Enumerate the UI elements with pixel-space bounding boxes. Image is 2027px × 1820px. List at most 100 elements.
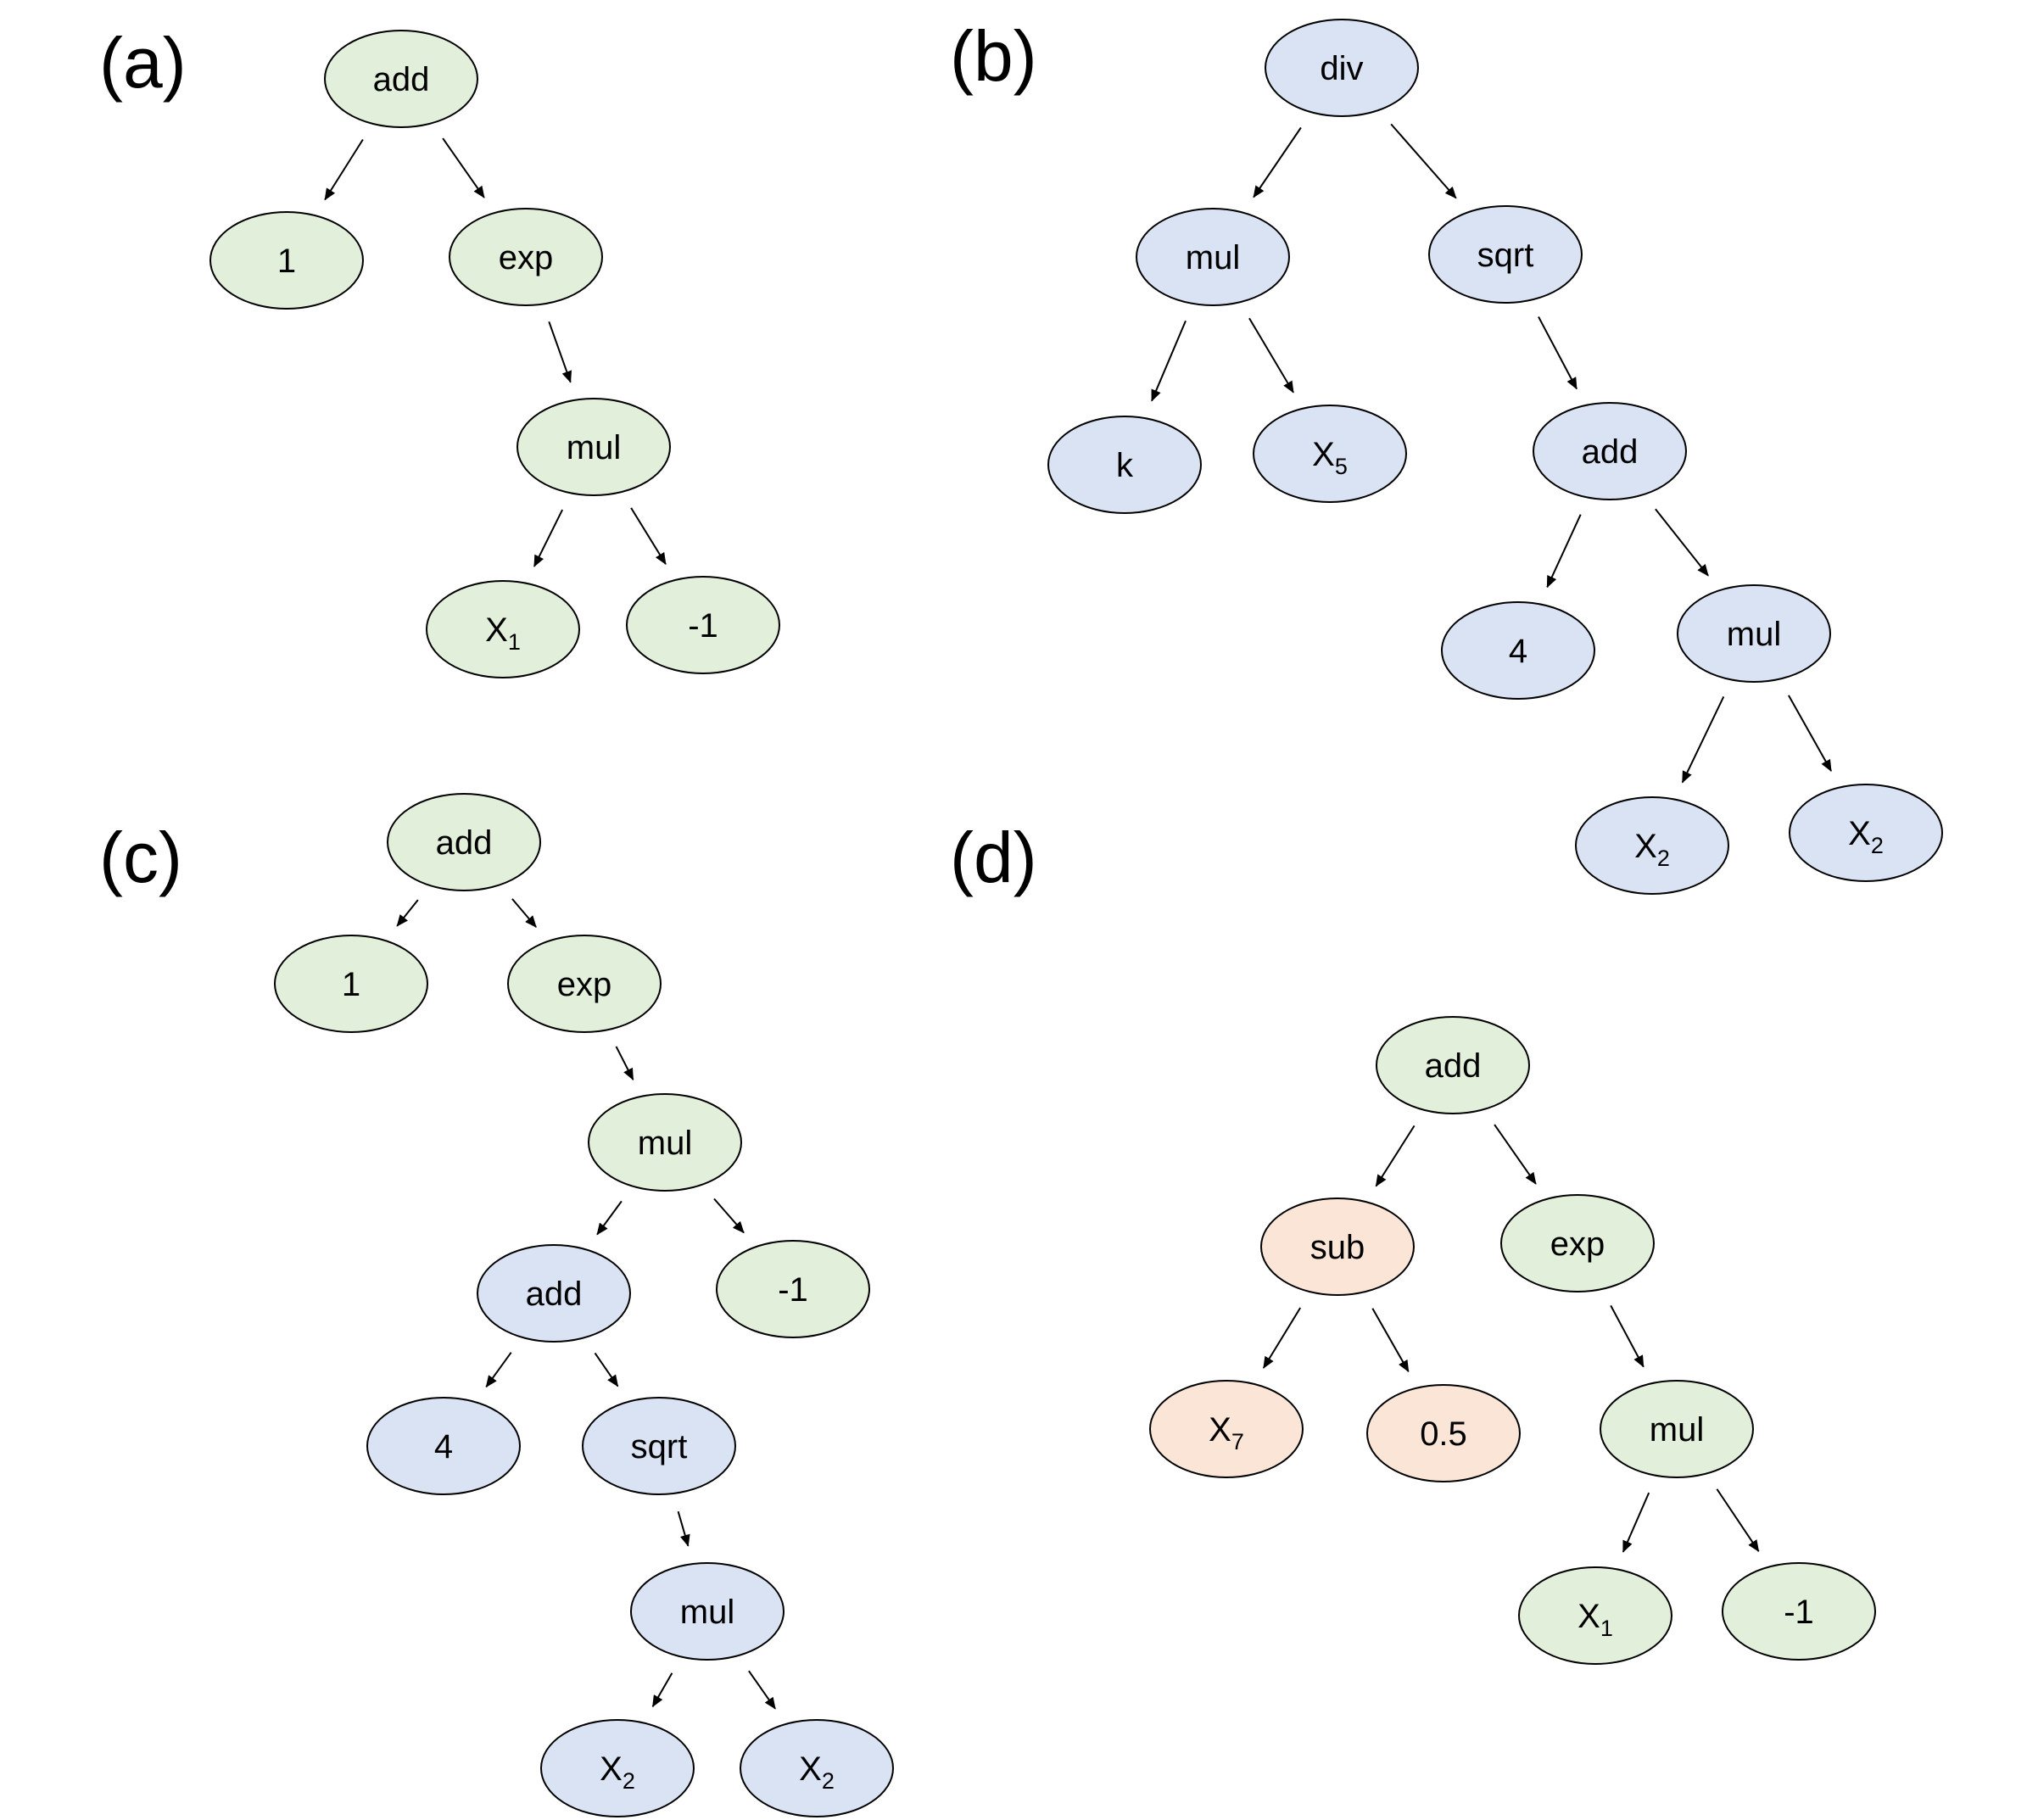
- node-label: X2: [1848, 815, 1884, 858]
- tree-node: sub: [1260, 1198, 1415, 1296]
- tree-node: 0.5: [1366, 1384, 1521, 1482]
- tree-edge: [511, 898, 537, 928]
- node-ellipse: [588, 1093, 742, 1192]
- tree-node: X2: [1575, 796, 1729, 895]
- node-label-text: mul: [567, 429, 621, 466]
- node-ellipse: [274, 935, 428, 1033]
- node-label: X1: [1577, 1598, 1613, 1641]
- tree-edge: [1546, 514, 1582, 589]
- node-ellipse: [540, 1719, 695, 1817]
- panel-label: (b): [950, 16, 1037, 96]
- node-label-text: add: [373, 61, 430, 98]
- tree-node: mul: [1677, 584, 1831, 683]
- node-label: k: [1116, 447, 1134, 484]
- node-label-subscript: 1: [1600, 1616, 1613, 1641]
- node-label-text: X: [1312, 436, 1335, 473]
- node-ellipse: [1575, 796, 1729, 895]
- tree-edge: [1371, 1308, 1410, 1373]
- node-label-text: add: [1582, 433, 1639, 471]
- tree-edge: [442, 137, 485, 198]
- node-label-text: mul: [680, 1594, 734, 1631]
- node-ellipse: [324, 30, 478, 128]
- node-label-text: -1: [1784, 1594, 1814, 1631]
- node-label-subscript: 2: [1871, 833, 1884, 858]
- tree-edge: [594, 1352, 619, 1387]
- tree-edge: [748, 1670, 776, 1710]
- node-label: mul: [567, 429, 621, 466]
- node-label-text: 0.5: [1420, 1415, 1467, 1453]
- tree-node: X2: [740, 1719, 894, 1817]
- panel-labels-layer: (a)(b)(c)(d): [99, 16, 1037, 897]
- node-label: 1: [342, 966, 360, 1003]
- node-label: X2: [1634, 828, 1670, 871]
- node-label-text: exp: [557, 966, 612, 1003]
- tree-edge: [1151, 320, 1187, 402]
- node-label: exp: [1550, 1225, 1605, 1263]
- node-label: mul: [680, 1594, 734, 1631]
- tree-edge: [324, 138, 364, 201]
- node-ellipse: [716, 1240, 870, 1338]
- node-label-subscript: 2: [822, 1768, 835, 1794]
- tree-edge: [630, 507, 667, 565]
- node-label-text: sub: [1310, 1229, 1365, 1266]
- node-label: 1: [277, 243, 296, 280]
- node-label-text: 4: [1509, 633, 1527, 670]
- tree-node: 4: [366, 1397, 521, 1495]
- node-ellipse: [1600, 1380, 1754, 1478]
- edges-layer: [324, 123, 1832, 1710]
- tree-edge: [1681, 695, 1725, 784]
- tree-edge: [1655, 508, 1709, 577]
- tree-node: mul: [517, 398, 671, 496]
- node-ellipse: [1722, 1562, 1876, 1661]
- node-ellipse: [1789, 784, 1943, 882]
- tree-node: -1: [716, 1240, 870, 1338]
- node-label-text: mul: [1727, 616, 1781, 653]
- node-label: mul: [1186, 239, 1240, 276]
- node-ellipse: [1253, 405, 1407, 503]
- node-ellipse: [517, 398, 671, 496]
- tree-node: X7: [1149, 1380, 1304, 1478]
- node-ellipse: [1500, 1194, 1655, 1292]
- node-label: 0.5: [1420, 1415, 1467, 1453]
- tree-node: add: [1533, 402, 1687, 500]
- tree-node: add: [324, 30, 478, 128]
- node-label: X1: [485, 611, 521, 655]
- node-label: X2: [799, 1750, 835, 1794]
- node-ellipse: [1136, 208, 1290, 306]
- tree-node: div: [1265, 19, 1419, 117]
- node-label-text: mul: [1186, 239, 1240, 276]
- tree-edge: [713, 1198, 745, 1234]
- node-label-subscript: 7: [1231, 1429, 1244, 1454]
- tree-edge: [533, 509, 563, 567]
- node-label: add: [373, 61, 430, 98]
- node-ellipse: [507, 935, 662, 1033]
- tree-edge: [1716, 1488, 1760, 1553]
- tree-node: X1: [1518, 1566, 1672, 1665]
- tree-node: X2: [1789, 784, 1943, 882]
- tree-node: 1: [274, 935, 428, 1033]
- node-label-text: exp: [499, 239, 554, 276]
- tree-edge: [615, 1046, 634, 1080]
- tree-node: X2: [540, 1719, 695, 1817]
- tree-edge: [548, 321, 572, 383]
- node-label-text: add: [526, 1276, 583, 1313]
- node-label-subscript: 5: [1335, 454, 1348, 479]
- node-label: add: [436, 824, 493, 862]
- node-label: div: [1320, 50, 1363, 87]
- node-label: sqrt: [631, 1428, 688, 1465]
- node-ellipse: [426, 580, 580, 678]
- node-ellipse: [1260, 1198, 1415, 1296]
- tree-node: X1: [426, 580, 580, 678]
- tree-edge: [1248, 317, 1294, 394]
- node-label-text: k: [1116, 447, 1134, 484]
- node-label-text: -1: [688, 607, 718, 645]
- node-label-text: 1: [342, 966, 360, 1003]
- node-label-text: X: [799, 1750, 822, 1788]
- node-label: sqrt: [1477, 237, 1534, 274]
- node-label: add: [526, 1276, 583, 1313]
- tree-node: 1: [209, 211, 364, 310]
- tree-edge: [596, 1200, 623, 1236]
- node-label-text: sqrt: [631, 1428, 688, 1465]
- tree-node: exp: [507, 935, 662, 1033]
